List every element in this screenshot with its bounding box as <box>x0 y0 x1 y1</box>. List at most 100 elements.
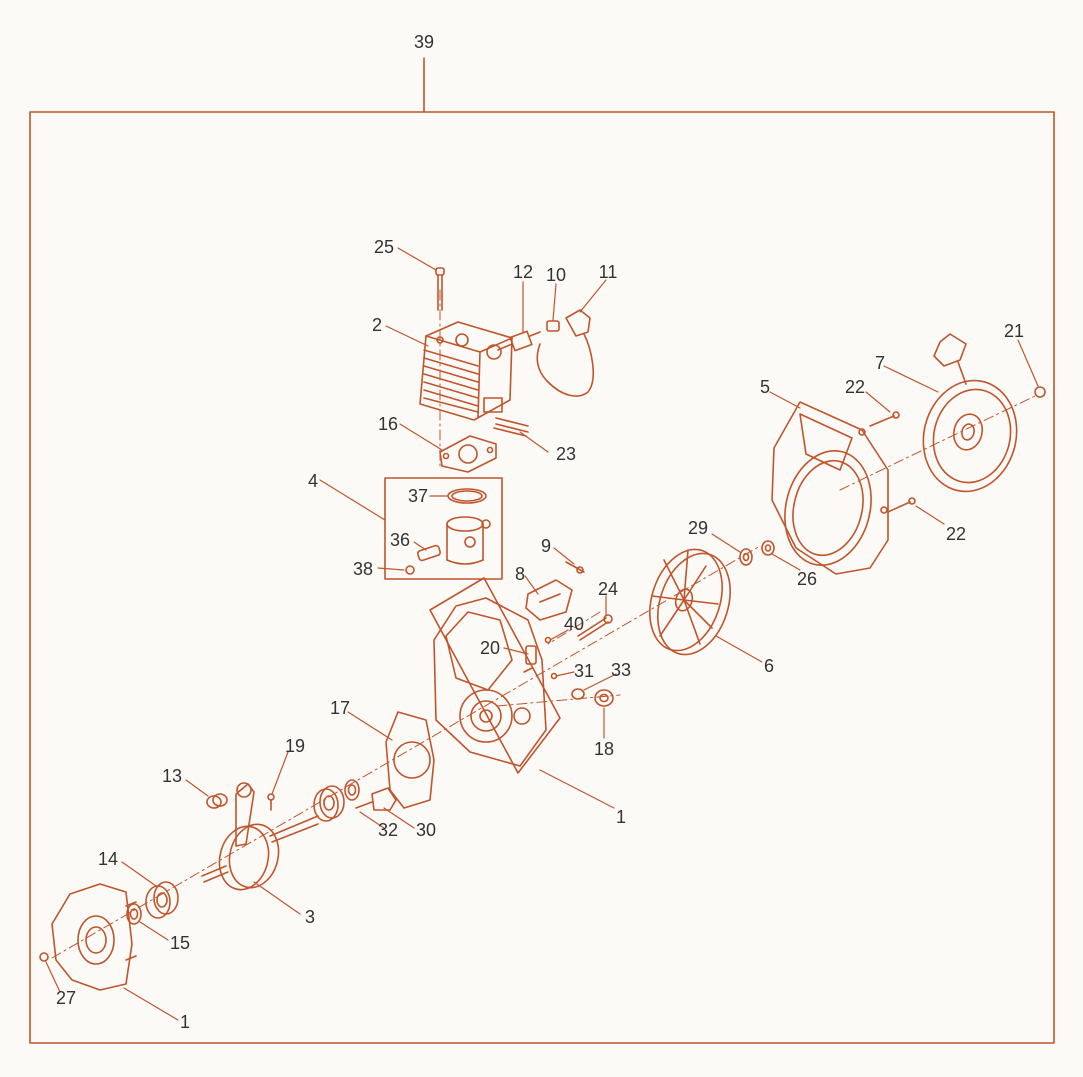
leader-9 <box>553 547 575 565</box>
leader-5 <box>769 391 801 409</box>
screw-22a <box>869 411 900 427</box>
leader-1b <box>123 987 179 1021</box>
callout-7: 7 <box>875 353 885 373</box>
stud-23 <box>493 417 529 437</box>
gasket-17 <box>385 711 435 809</box>
callout-2: 2 <box>372 315 382 335</box>
callout-30: 30 <box>416 820 436 840</box>
leader-19 <box>271 751 289 795</box>
screw-22b <box>887 497 916 513</box>
ignition-coil-8 <box>525 579 573 621</box>
leader-23 <box>519 431 549 453</box>
recoil-starter-7 <box>922 333 1018 493</box>
leader-1a <box>539 769 615 809</box>
leader-8 <box>524 575 539 595</box>
callout-19: 19 <box>285 736 305 756</box>
leader-16 <box>399 423 443 451</box>
callout-10: 10 <box>546 265 566 285</box>
callout-37: 37 <box>408 486 428 506</box>
leader-38 <box>377 567 405 571</box>
callout-20: 20 <box>480 638 500 658</box>
screw-21 <box>1034 386 1046 398</box>
screw-9 <box>565 561 585 574</box>
leader-29 <box>711 533 741 553</box>
callout-31: 31 <box>574 661 594 681</box>
seal-30 <box>371 787 397 811</box>
callout-26: 26 <box>797 569 817 589</box>
crankcase-left-1 <box>51 883 137 991</box>
needle-bearing-13 <box>206 793 228 809</box>
leader-21 <box>1017 339 1039 387</box>
leader-20 <box>503 647 529 655</box>
oil-seal-15 <box>126 903 142 925</box>
callout-6: 6 <box>764 656 774 676</box>
callout-21: 21 <box>1004 321 1024 341</box>
leader-22b <box>915 505 945 525</box>
callout-36: 36 <box>390 530 410 550</box>
flywheel-6 <box>649 548 731 656</box>
assembly-frame <box>29 111 1055 1044</box>
callout-9: 9 <box>541 536 551 556</box>
callout-5: 5 <box>760 377 770 397</box>
screw-19 <box>267 793 275 811</box>
leader-6 <box>715 635 763 663</box>
gasket-16 <box>439 435 497 473</box>
screw-27 <box>39 952 49 962</box>
crankcase-box <box>429 577 561 774</box>
piston-ring-37 <box>447 488 487 504</box>
callout-27: 27 <box>56 988 76 1008</box>
nut-10 <box>546 320 560 332</box>
piston-kit-box <box>384 477 503 580</box>
washer-29 <box>739 548 753 566</box>
callout-15: 15 <box>170 933 190 953</box>
screw-32 <box>355 801 373 809</box>
callout-32: 32 <box>378 820 398 840</box>
callout-11: 11 <box>599 262 618 282</box>
leader-3 <box>253 881 301 915</box>
callout-17: 17 <box>330 698 350 718</box>
callout-22b: 22 <box>946 524 966 544</box>
leader-13 <box>185 779 209 797</box>
callout-38: 38 <box>353 559 373 579</box>
leader-2 <box>385 325 429 347</box>
plug-cap-11 <box>536 309 594 397</box>
callout-29: 29 <box>688 518 708 538</box>
leader-17 <box>347 711 393 741</box>
assembly-label: 39 <box>414 32 434 52</box>
leader-31 <box>555 671 575 677</box>
leader-10 <box>552 283 557 321</box>
axis-recoil <box>839 395 1036 491</box>
crankcase-right-1 <box>433 597 547 767</box>
leader-36 <box>413 541 427 551</box>
leader-26 <box>771 553 801 571</box>
bolt-25 <box>435 267 445 311</box>
bolt-24 <box>577 614 613 641</box>
callout-23: 23 <box>556 444 576 464</box>
callout-12: 12 <box>513 262 533 282</box>
leader-15 <box>139 921 169 941</box>
callout-8: 8 <box>515 564 525 584</box>
callout-18: 18 <box>594 739 614 759</box>
spark-plug-12 <box>497 330 541 352</box>
leader-27 <box>45 961 61 993</box>
callout-22a: 22 <box>845 377 865 397</box>
callout-14: 14 <box>98 849 118 869</box>
axis-main <box>51 545 761 959</box>
leader-22a <box>865 391 891 413</box>
leader-14 <box>121 861 157 887</box>
bearing-right <box>313 785 345 822</box>
callout-13: 13 <box>162 766 182 786</box>
callout-40: 40 <box>564 614 584 634</box>
bearing-14 <box>145 881 179 919</box>
leader-25 <box>397 247 437 271</box>
callout-24: 24 <box>598 579 618 599</box>
fan-housing-5 <box>771 401 889 575</box>
leader-33 <box>583 673 617 691</box>
callout-1a: 1 <box>616 807 626 827</box>
oil-seal-right <box>344 779 360 801</box>
grommet-33 <box>571 688 585 700</box>
piston <box>446 516 484 565</box>
cylinder-2 <box>419 321 513 421</box>
